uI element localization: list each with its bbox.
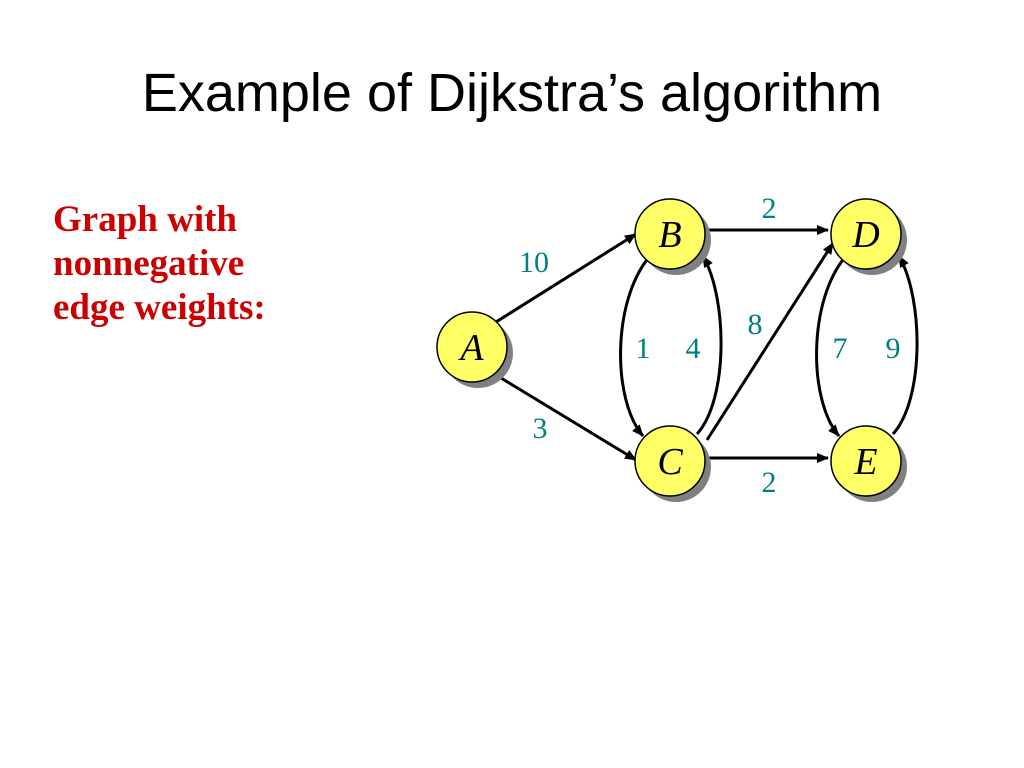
edge-a-c	[495, 373, 637, 462]
slide-title: Example of Dijkstra’s algorithm	[141, 63, 883, 123]
caption-line-2: nonnegative	[53, 243, 245, 284]
weight-b-d: 2	[762, 192, 777, 225]
node-b-circle	[634, 198, 706, 270]
node-d: D	[830, 198, 907, 275]
node-d-label: D	[851, 214, 879, 256]
node-c-circle	[634, 425, 706, 497]
edge-a-b	[495, 232, 637, 324]
edge-c-d	[705, 242, 835, 441]
node-d-circle	[830, 198, 902, 270]
weight-d-e: 7	[833, 332, 848, 365]
edge-d-e	[815, 255, 848, 437]
caption-line-3: edge weights:	[53, 287, 266, 328]
caption: Graph with nonnegative edge weights:	[53, 198, 353, 330]
node-a-circle	[436, 311, 508, 383]
weight-c-b: 4	[686, 332, 701, 365]
node-e: E	[830, 425, 907, 502]
edge-c-b	[695, 255, 723, 436]
edge-e-d	[891, 255, 919, 436]
node-c: C	[634, 425, 711, 502]
node-b: B	[634, 198, 711, 275]
node-a-label: A	[457, 327, 484, 369]
edge-b-c	[619, 255, 652, 437]
node-e-label: E	[853, 441, 877, 483]
weight-a-c: 3	[533, 412, 548, 445]
node-e-circle	[830, 425, 902, 497]
weight-b-c: 1	[636, 332, 651, 365]
edge-weights: 10 3 1 4 8 2 2 7 9	[519, 192, 901, 499]
node-c-label: C	[657, 441, 683, 483]
weight-e-d: 9	[886, 332, 901, 365]
node-b-label: B	[658, 214, 681, 256]
weight-c-d: 8	[748, 308, 763, 341]
weight-c-e: 2	[762, 466, 777, 499]
edges	[495, 225, 919, 463]
weight-a-b: 10	[519, 246, 549, 279]
caption-line-1: Graph with	[53, 199, 238, 240]
node-a: A	[436, 311, 513, 388]
